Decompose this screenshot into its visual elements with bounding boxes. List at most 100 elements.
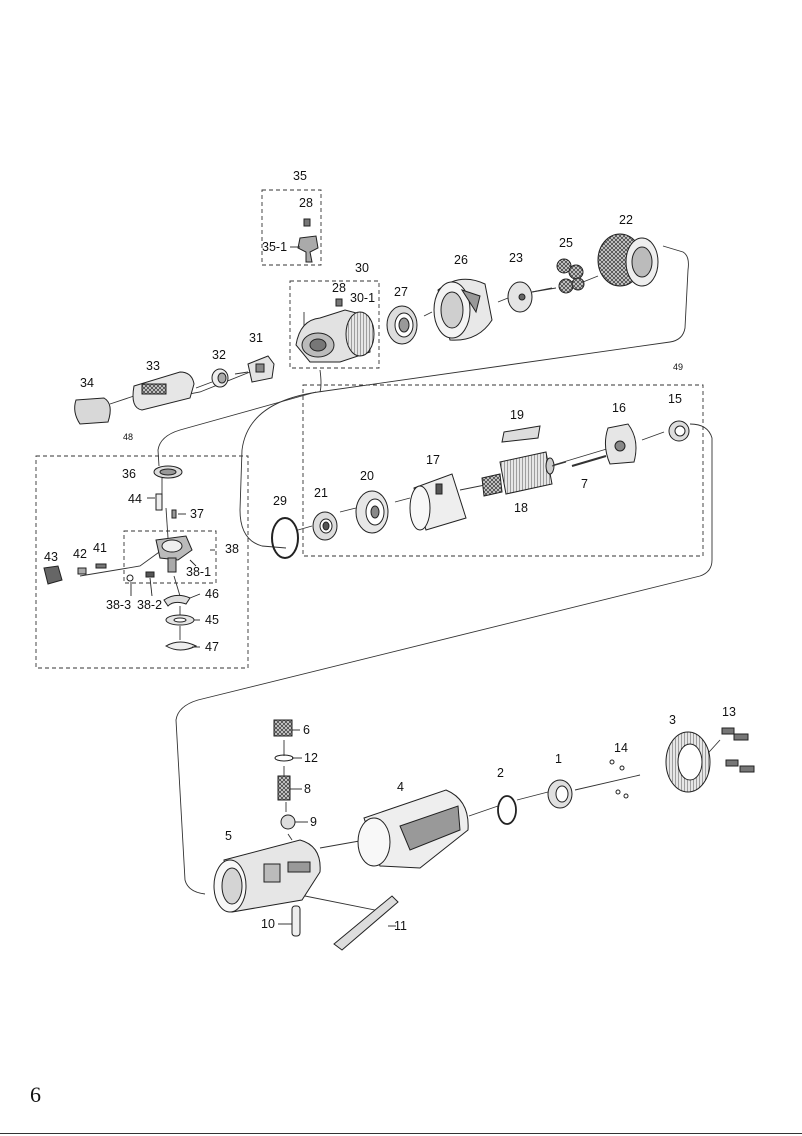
part-2-o-ring [497,795,517,825]
part-25-planet-gears [556,258,585,294]
label-25: 25 [559,236,573,250]
label-14: 14 [614,741,628,755]
part-31-anvil [247,355,275,383]
group-label-48: 48 [123,432,133,442]
label-42: 42 [73,547,87,561]
label-2: 2 [497,766,504,780]
label-18: 18 [514,501,528,515]
group-35-box [261,189,322,266]
part-6-inlet-plug [273,719,293,737]
group-label-49: 49 [673,362,683,372]
label-38-3: 38-3 [106,598,131,612]
part-30-ratchet-head [295,309,375,363]
label-22: 22 [619,213,633,227]
part-10-pin [291,905,301,937]
label-30-1: 30-1 [350,291,375,305]
part-42-41-spring-pin [77,563,107,575]
label-10: 10 [261,917,275,931]
part-38-2-spring [145,571,155,578]
label-21: 21 [314,486,328,500]
part-36-bushing [153,465,183,479]
label-20: 20 [360,469,374,483]
label-45: 45 [205,613,219,627]
part-14-small-balls [609,759,629,799]
part-16-rear-end-plate [604,423,637,465]
part-9-valve [280,814,296,830]
label-3: 3 [669,713,676,727]
part-11-hex-wrench [333,895,399,951]
label-7: 7 [581,477,588,491]
label-43: 43 [44,550,58,564]
part-43-reverse-knob [43,565,63,585]
group-label-35: 35 [293,169,307,183]
label-47: 47 [205,640,219,654]
part-27-bearing [386,305,418,345]
label-8: 8 [304,782,311,796]
group-48-box [35,455,249,669]
label-16: 16 [612,401,626,415]
part-1-front-bushing [547,779,573,809]
label-12: 12 [304,751,318,765]
label-17: 17 [426,453,440,467]
part-35-1-yoke [297,235,319,263]
group-49-box [302,384,704,557]
label-32: 32 [212,348,226,362]
label-29: 29 [273,494,287,508]
label-27: 27 [394,285,408,299]
part-4-grip-sleeve [357,789,469,869]
part-19-rotor-blades [501,425,541,443]
part-23-gear-carrier [507,281,553,313]
group-label-30: 30 [355,261,369,275]
label-44: 44 [128,492,142,506]
label-28-a: 28 [299,196,313,210]
label-9: 9 [310,815,317,829]
part-5-motor-housing [213,839,321,913]
page-number: 6 [30,1082,41,1107]
label-28-b: 28 [332,281,346,295]
label-36: 36 [122,467,136,481]
label-33: 33 [146,359,160,373]
part-22-housing-cap [597,233,659,287]
group-38-box [123,530,217,584]
label-38-1: 38-1 [186,565,211,579]
part-38-3-ball [126,574,134,582]
part-26-ring-gear-housing [433,278,493,341]
part-8-spring [277,775,291,801]
part-45-washer [165,614,195,626]
part-15-bearing [668,420,690,442]
part-46-spring-plate [163,594,191,607]
part-20-front-end-plate [355,490,389,534]
label-15: 15 [668,392,682,406]
part-34-rubber-cover [74,397,111,425]
label-19: 19 [510,408,524,422]
part-18-rotor [481,451,567,497]
label-1: 1 [555,752,562,766]
part-44-pin [155,493,163,511]
label-41: 41 [93,541,107,555]
part-37-small-spring [171,509,177,519]
group-30-box [289,280,380,369]
bottom-rule [0,1133,802,1134]
label-13: 13 [722,705,736,719]
part-3-end-plate [665,731,711,793]
label-38-2: 38-2 [137,598,162,612]
part-21-bearing [312,511,338,541]
part-28-screws [303,218,343,307]
label-6: 6 [303,723,310,737]
label-38: 38 [225,542,239,556]
part-29-o-ring [271,517,299,559]
part-38-1-reverse-valve [155,535,193,573]
label-26: 26 [454,253,468,267]
label-23: 23 [509,251,523,265]
label-34: 34 [80,376,94,390]
label-35-1: 35-1 [262,240,287,254]
part-7-pin [571,455,607,467]
label-4: 4 [397,780,404,794]
label-leaders [130,246,396,927]
part-32-bushing [211,368,229,388]
label-37: 37 [190,507,204,521]
part-17-cylinder [409,473,467,531]
part-13-screws [721,727,755,773]
label-11: 11 [394,919,407,933]
